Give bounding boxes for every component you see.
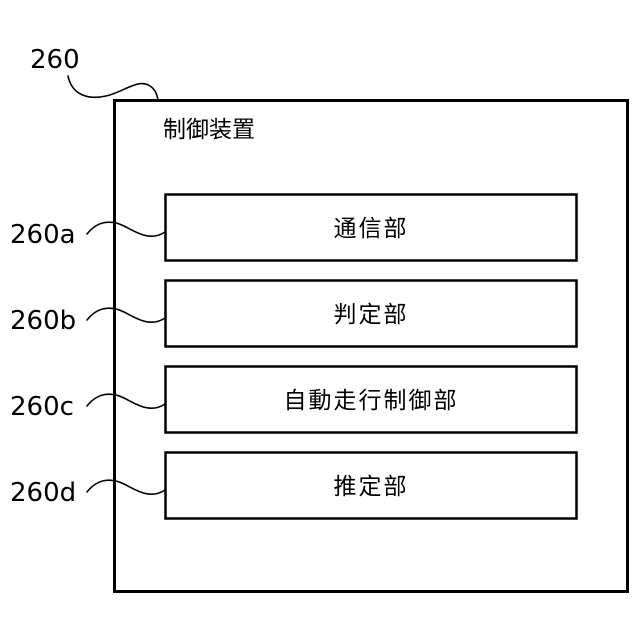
- unit-ref-number: 260a: [10, 220, 76, 250]
- unit-ref-number: 260c: [10, 392, 74, 422]
- unit-label: 判定部: [334, 302, 409, 328]
- unit-communication: 260a 通信部: [10, 195, 577, 261]
- unit-determination: 260b 判定部: [10, 281, 577, 347]
- unit-label: 推定部: [334, 474, 409, 500]
- unit-autonomous-travel-control: 260c 自動走行制御部: [10, 367, 577, 433]
- unit-label: 通信部: [334, 216, 409, 242]
- unit-ref-number: 260d: [10, 478, 76, 508]
- unit-ref-number: 260b: [10, 306, 76, 336]
- unit-estimation: 260d 推定部: [10, 453, 577, 519]
- device-ref-number: 260: [30, 45, 80, 75]
- control-device-title: 制御装置: [163, 117, 255, 143]
- unit-label: 自動走行制御部: [284, 388, 459, 414]
- device-leader-line: [68, 76, 158, 100]
